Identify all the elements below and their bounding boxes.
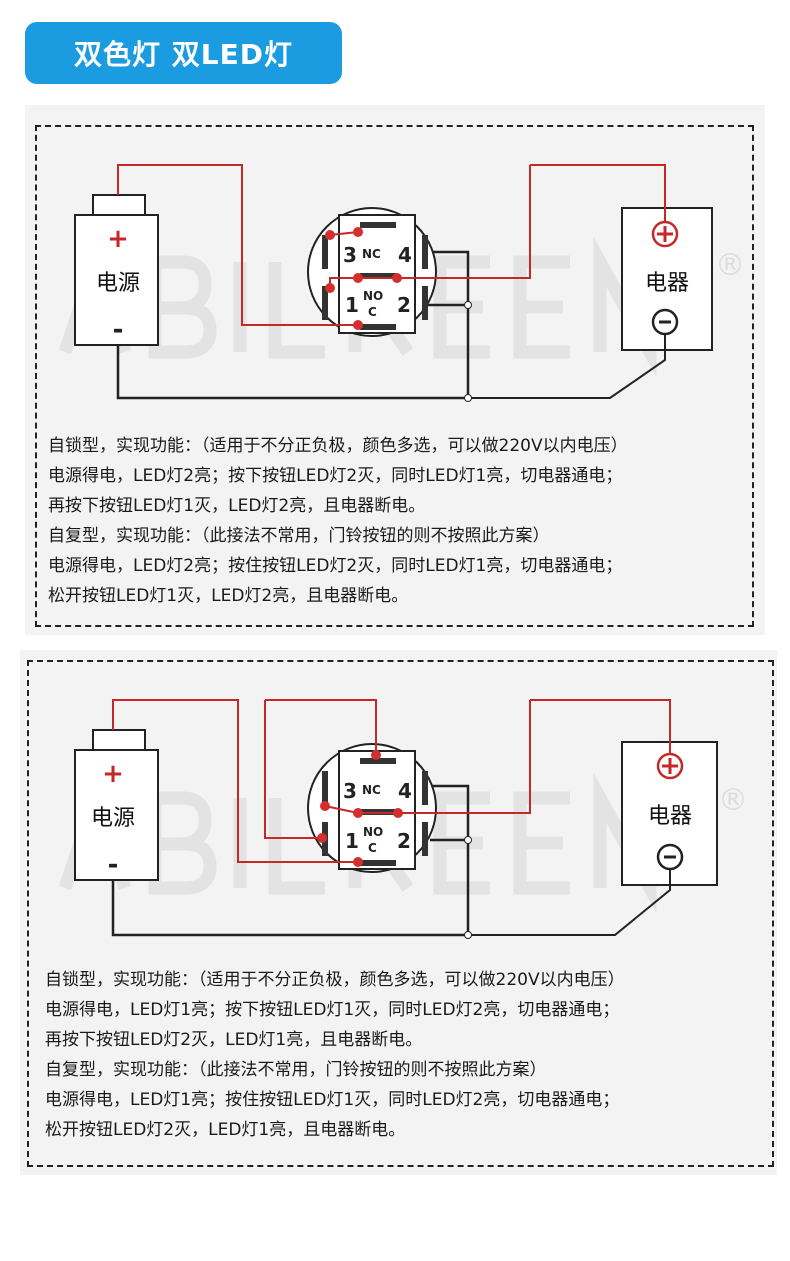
terminal-2-label: 2: [397, 829, 411, 853]
text-line: 自锁型，实现功能：（适用于不分正负极，颜色多选，可以做220V以内电压）: [48, 436, 628, 456]
text-line: 再按下按钮LED灯1灭，LED灯2亮，且电器断电。: [48, 496, 426, 516]
terminal-1-label: 1: [345, 293, 359, 317]
terminal-3-label: 3: [343, 779, 357, 803]
no-label: NO: [363, 825, 383, 839]
panel-2-background: [20, 650, 777, 1175]
load: 电器: [621, 207, 713, 351]
load: 电器: [621, 741, 718, 886]
panel-1-frame: [35, 125, 754, 627]
text-line: 电源得电，LED灯2亮；按住按钮LED灯2灭，同时LED灯1亮，切电器通电；: [48, 556, 623, 576]
nc-label: NC: [362, 783, 381, 797]
text-line: 自复型，实现功能：（此接法不常用，门铃按钮的则不按照此方案）: [45, 1060, 547, 1080]
power-label: 电源: [96, 271, 140, 296]
panel-1-background: [25, 105, 765, 635]
plus-sign: +: [107, 224, 129, 254]
text-line: 再按下按钮LED灯2灭，LED灯1亮，且电器断电。: [45, 1030, 423, 1050]
c-label: C: [368, 841, 377, 855]
diagram-2: ® + 电源 - 电器 3 NC 4 1 NO C 2: [65, 699, 748, 939]
panel-1-description: 自锁型，实现功能：（适用于不分正负极，颜色多选，可以做220V以内电压） 电源得…: [48, 431, 628, 611]
header-title: 双色灯 双LED灯: [25, 22, 342, 84]
text-line: 松开按钮LED灯2灭，LED灯1亮，且电器断电。: [45, 1120, 406, 1140]
minus-sign: -: [113, 315, 124, 345]
text-line: 电源得电，LED灯1亮；按下按钮LED灯1灭，同时LED灯2亮，切电器通电；: [45, 1000, 620, 1020]
panel-2-description: 自锁型，实现功能：（适用于不分正负极，颜色多选，可以做220V以内电压） 电源得…: [45, 965, 625, 1145]
power-source: + 电源 -: [74, 729, 159, 881]
no-label: NO: [363, 289, 383, 303]
registered-mark: ®: [715, 248, 745, 283]
text-line: 松开按钮LED灯1灭，LED灯2亮，且电器断电。: [48, 586, 409, 606]
terminal-4-label: 4: [398, 779, 412, 803]
terminal-1-label: 1: [345, 829, 359, 853]
power-label: 电源: [91, 806, 135, 831]
text-line: 自锁型，实现功能：（适用于不分正负极，颜色多选，可以做220V以内电压）: [45, 970, 625, 990]
text-line: 电源得电，LED灯2亮；按下按钮LED灯2灭，同时LED灯1亮，切电器通电；: [48, 466, 623, 486]
registered-mark: ®: [718, 783, 748, 818]
load-label: 电器: [648, 804, 692, 829]
nc-label: NC: [362, 247, 381, 261]
c-label: C: [368, 305, 377, 319]
terminal-2-label: 2: [397, 293, 411, 317]
terminal-4-label: 4: [398, 243, 412, 267]
panel-2-frame: [27, 660, 774, 1167]
text-line: 自复型，实现功能：（此接法不常用，门铃按钮的则不按照此方案）: [48, 526, 550, 546]
terminal-3-label: 3: [343, 243, 357, 267]
minus-sign: -: [108, 850, 119, 880]
diagram-1: ® + 电源 - 电器 3 NC 4 1 NO C 2: [65, 164, 745, 402]
plus-sign: +: [102, 759, 124, 789]
load-label: 电器: [645, 271, 689, 296]
power-source: + 电源 -: [74, 194, 159, 346]
text-line: 电源得电，LED灯1亮；按住按钮LED灯1灭，同时LED灯2亮，切电器通电；: [45, 1090, 620, 1110]
